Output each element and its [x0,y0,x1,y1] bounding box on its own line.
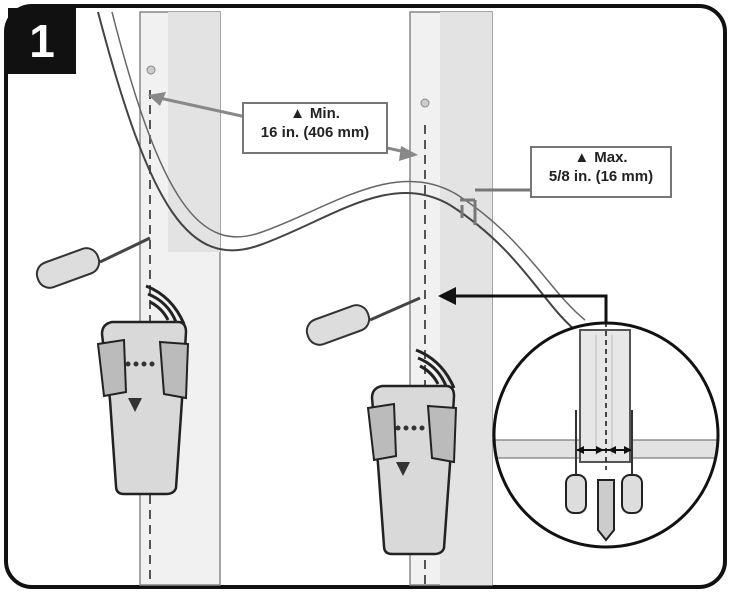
drywall-edge [97,11,576,331]
min-spacing-callout: ▲ Min. 16 in. (406 mm) [242,102,388,154]
screwdriver-right [305,296,421,346]
warning-icon: ▲ [290,105,305,122]
step-number-badge: 1 [8,8,76,74]
min-label: Min. [309,105,340,122]
warning-icon: ▲ [574,149,590,166]
max-label: Max. [594,149,628,166]
drywall-edge-inner [111,11,586,321]
max-depth-callout: ▲ Max. 5/8 in. (16 mm) [530,146,672,198]
screwdriver-left [35,236,151,289]
detail-magnifier [492,321,720,549]
depth-indicator [460,188,530,225]
stud-right [409,11,493,586]
stud-finder-right [366,348,458,556]
step-number: 1 [29,15,55,67]
max-value: 5/8 in. (16 mm) [548,168,654,185]
stud-finder-left [96,284,190,496]
min-value: 16 in. (406 mm) [260,124,370,141]
pointer-arrow [438,287,608,322]
